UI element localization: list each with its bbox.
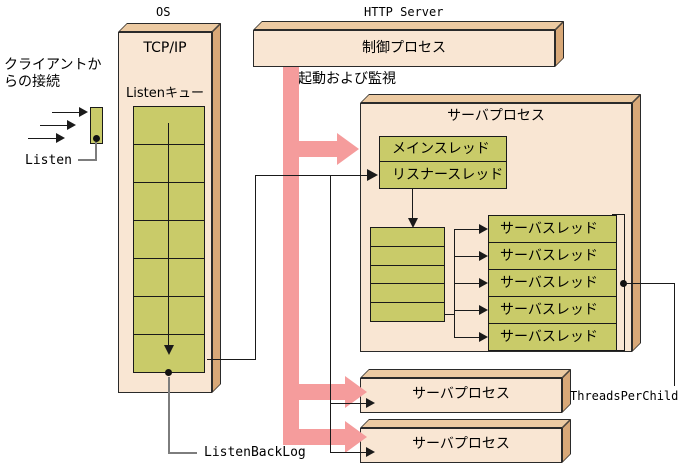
main-thread-box: メインスレッド	[379, 136, 507, 162]
to-child1-line	[330, 403, 367, 404]
server-thread-box: サーバスレッド	[488, 296, 617, 324]
dispatch-branch-line	[454, 283, 479, 284]
launch-arrow-branch-child1	[283, 384, 345, 400]
threads-bracket-tick	[612, 214, 625, 215]
control-process-title: 制御プロセス	[362, 40, 446, 56]
server-thread-box: サーバスレッド	[488, 215, 617, 243]
client-caption-line2: らの接続	[4, 74, 60, 90]
client-arrowhead	[56, 133, 65, 143]
launch-arrow-branch-child2	[283, 429, 345, 445]
client-arrow-line	[52, 112, 80, 113]
child-process-box-1	[360, 378, 562, 413]
listen-queue-cell	[134, 107, 204, 145]
to-listener-arrowhead	[367, 169, 378, 181]
child-process-1-title: サーバプロセス	[412, 386, 510, 402]
dispatch-branch-line	[454, 337, 479, 338]
child-process-2-title: サーバプロセス	[412, 436, 510, 452]
queue-flow-arrowhead	[164, 345, 174, 355]
launch-arrow-trunk	[283, 67, 299, 445]
listener-to-queue-arrowhead	[408, 218, 418, 228]
dispatch-arrowhead	[479, 278, 488, 288]
threadsperchild-label: ThreadsPerChild	[570, 389, 679, 403]
queue-bottom-anchor-dot	[165, 369, 172, 376]
server-thread-box: サーバスレッド	[488, 269, 617, 297]
dispatch-branch-line	[454, 229, 479, 230]
client-arrow-line	[40, 125, 68, 126]
to-child2-arrowhead	[366, 447, 375, 457]
listener-thread-box: リスナースレッド	[379, 161, 507, 189]
client-arrowhead	[79, 107, 88, 117]
launch-arrowhead-child1	[345, 376, 367, 408]
backlog-leader-line	[168, 452, 197, 454]
to-listener-line	[255, 175, 367, 176]
dispatch-arrowhead	[479, 224, 488, 234]
listen-queue-cell	[134, 183, 204, 221]
server-thread-box: サーバスレッド	[488, 323, 617, 351]
dispatch-arrowhead	[479, 305, 488, 315]
launch-arrow-branch-main	[283, 141, 338, 157]
child-process-box-2	[360, 428, 562, 463]
threadsperchild-leader-line	[674, 283, 675, 386]
listen-leader-line	[95, 142, 97, 161]
client-arrow-line	[28, 138, 57, 139]
threads-bracket-tick	[612, 350, 625, 351]
launch-arrowhead-main	[337, 133, 359, 165]
listen-leader-line	[78, 159, 97, 161]
to-child1-arrowhead	[366, 398, 375, 408]
listen-queue-cell	[134, 145, 204, 183]
dispatch-branch-line	[454, 310, 479, 311]
launch-arrowhead-child2	[345, 421, 367, 453]
to-child2-line	[330, 452, 367, 453]
listen-queue-cell	[134, 259, 204, 297]
child-feed-riser-line	[330, 175, 331, 453]
queue-out-line	[207, 359, 256, 360]
server-thread-box: サーバスレッド	[488, 242, 617, 270]
backlog-leader-line	[168, 377, 170, 454]
os-label: OS	[156, 5, 171, 19]
listen-label: Listen	[25, 153, 72, 168]
listen-anchor-dot	[93, 135, 100, 142]
thread-queue-cell	[371, 303, 444, 321]
http-server-label: HTTP Server	[364, 5, 444, 19]
thread-queue-cell	[371, 284, 444, 304]
queue-riser-line	[255, 175, 256, 360]
listenbacklog-label: ListenBackLog	[204, 445, 306, 460]
client-caption-line1: クライアントか	[4, 57, 102, 73]
tcpip-title: TCP/IP	[143, 40, 187, 56]
threadsperchild-leader-line	[624, 283, 675, 284]
monitor-label: 起動および監視	[298, 71, 396, 87]
listen-queue-cell	[134, 221, 204, 259]
client-arrowhead	[67, 120, 76, 130]
dispatch-arrowhead	[479, 251, 488, 261]
listen-queue	[133, 106, 205, 373]
dispatch-branch-line	[454, 256, 479, 257]
listen-queue-cell	[134, 297, 204, 335]
listen-queue-title: Listenキュー	[126, 86, 204, 101]
threads-bracket-anchor-dot	[620, 280, 627, 287]
queue-flow-line	[168, 123, 169, 346]
dispatch-arrowhead	[479, 332, 488, 342]
control-process-box	[253, 30, 555, 67]
queue-to-trunk-line	[445, 314, 455, 315]
thread-queue	[370, 227, 445, 322]
thread-queue-cell	[371, 247, 444, 266]
listener-to-queue-line	[412, 189, 413, 219]
thread-queue-cell	[371, 228, 444, 247]
thread-queue-cell	[371, 266, 444, 285]
server-process-title: サーバプロセス	[447, 108, 545, 124]
